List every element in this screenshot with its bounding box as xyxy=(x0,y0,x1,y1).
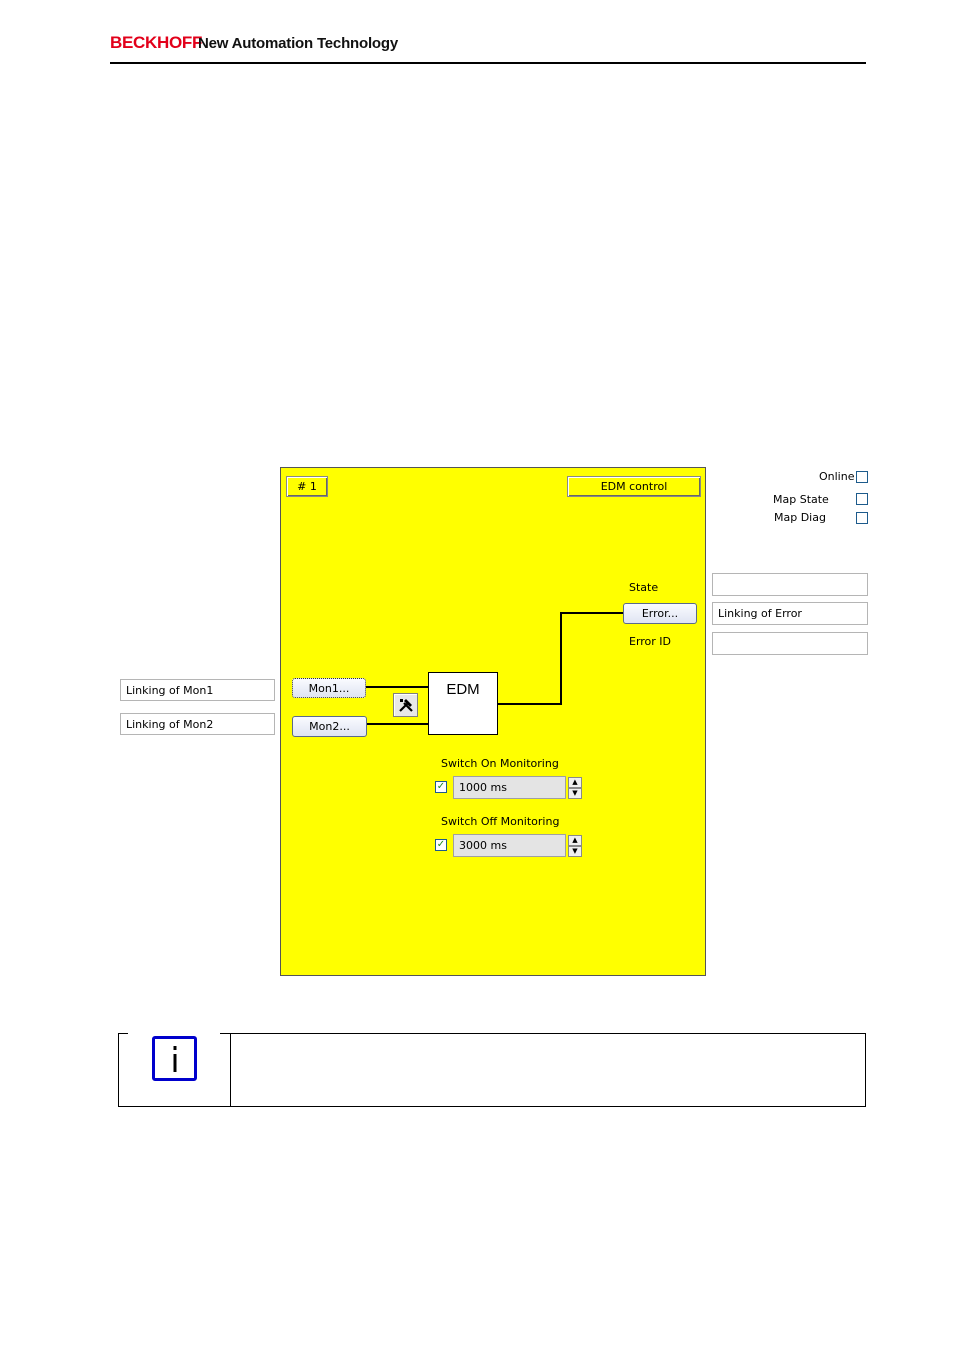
edm-block-label: EDM xyxy=(446,681,480,698)
mon2-link-field[interactable]: Linking of Mon2 xyxy=(120,713,275,735)
mon1-link-field[interactable]: Linking of Mon1 xyxy=(120,679,275,701)
header-divider xyxy=(110,62,866,64)
instance-number-button[interactable]: # 1 xyxy=(286,476,328,497)
error-button[interactable]: Error... xyxy=(623,603,697,624)
mon2-wire xyxy=(366,723,429,725)
state-link-field[interactable] xyxy=(712,573,868,596)
error-link-field[interactable]: Linking of Error xyxy=(712,602,868,625)
edm-block[interactable]: EDM xyxy=(428,672,498,735)
settings-button[interactable] xyxy=(393,693,418,717)
function-type-button[interactable]: EDM control xyxy=(567,476,701,497)
switch-off-time-input[interactable]: 3000 ms xyxy=(453,834,566,857)
spin-up-icon[interactable]: ▲ xyxy=(568,835,582,846)
mon1-button[interactable]: Mon1... xyxy=(292,678,366,698)
online-label: Online xyxy=(819,470,855,483)
error-id-link-field[interactable] xyxy=(712,632,868,655)
spin-down-icon[interactable]: ▼ xyxy=(568,846,582,857)
switch-on-time-input[interactable]: 1000 ms xyxy=(453,776,566,799)
online-checkbox[interactable] xyxy=(856,471,868,483)
note-box-gap xyxy=(128,1029,220,1037)
map-state-checkbox[interactable] xyxy=(856,493,868,505)
state-label: State xyxy=(629,581,659,594)
error-id-label: Error ID xyxy=(629,635,672,648)
switch-off-monitoring-label: Switch Off Monitoring xyxy=(441,815,560,828)
map-diag-checkbox[interactable] xyxy=(856,512,868,524)
mon1-wire xyxy=(366,686,429,688)
map-diag-label: Map Diag xyxy=(774,511,826,524)
switch-off-time-spinner[interactable]: ▲ ▼ xyxy=(568,835,582,857)
brand-tagline: New Automation Technology xyxy=(198,35,398,52)
spin-down-icon[interactable]: ▼ xyxy=(568,788,582,799)
spin-up-icon[interactable]: ▲ xyxy=(568,777,582,788)
mon2-button[interactable]: Mon2... xyxy=(292,716,367,737)
switch-off-monitoring-checkbox[interactable]: ✓ xyxy=(435,839,447,851)
note-box-divider xyxy=(230,1033,231,1107)
edm-output-wire-vertical xyxy=(560,612,562,705)
switch-on-monitoring-checkbox[interactable]: ✓ xyxy=(435,781,447,793)
switch-on-monitoring-label: Switch On Monitoring xyxy=(441,757,559,770)
map-state-label: Map State xyxy=(773,493,829,506)
note-box xyxy=(118,1033,866,1107)
error-wire xyxy=(560,612,624,614)
tools-icon xyxy=(398,699,413,712)
info-icon xyxy=(152,1036,197,1081)
switch-on-time-spinner[interactable]: ▲ ▼ xyxy=(568,777,582,799)
edm-output-wire xyxy=(497,703,561,705)
brand-logo: BECKHOFF xyxy=(110,33,203,52)
